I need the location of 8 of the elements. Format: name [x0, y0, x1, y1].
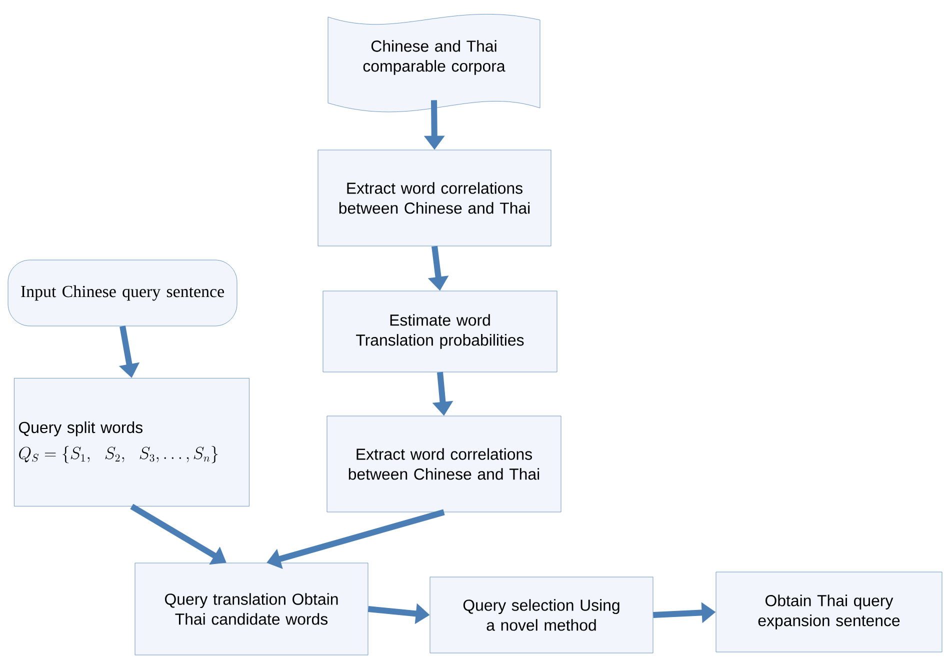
process-box: Obtain Thai query expansion sentence	[716, 572, 942, 652]
process-box: Query translation Obtain Thai candidate words	[134, 562, 368, 656]
process-box: Query split words $Q_S = \{S_1,\ \ S_2,\ \ S_3, \ldots, S_n\}$	[14, 378, 250, 506]
process-box: Estimate word Translation probabilities	[322, 290, 558, 372]
start-box: Input Chinese query sentence	[8, 260, 238, 326]
process-box: Extract word correlations between Chinese and Thai	[318, 150, 552, 246]
process-box: Extract word correlations between Chinese and Thai	[326, 416, 562, 512]
process-box: Query selection Using a novel method	[430, 576, 654, 654]
